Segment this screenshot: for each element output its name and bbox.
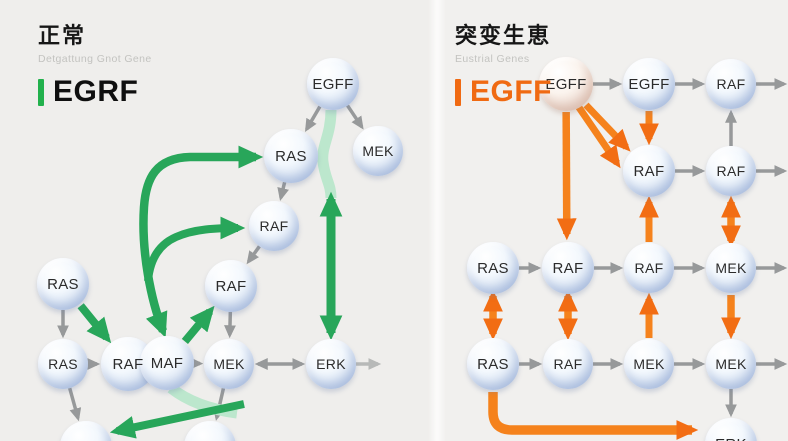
node-ras-r-ras1: RAS (467, 242, 519, 294)
panel-divider (428, 0, 446, 441)
node-raf-r-raf6: RAF (543, 339, 593, 389)
edge-gray (346, 104, 364, 130)
node-label: RAF (633, 162, 665, 180)
edge-orange (556, 111, 577, 241)
node-label: RAS (48, 356, 78, 372)
node-label: RAF (716, 163, 746, 179)
edge-orange (575, 104, 621, 169)
left-gene-label: EGRF (53, 75, 139, 108)
node-label: MEK (633, 356, 665, 372)
edge-gray (67, 387, 82, 422)
node-ras-l-ras2: RAS (37, 258, 89, 310)
node-label: MAF (150, 354, 184, 372)
node-raf-l-raf1: RAF (249, 201, 299, 251)
node-maf-l-maf: MAF (140, 336, 194, 390)
node-label: ERK (316, 356, 346, 372)
node-label: RAF (259, 218, 289, 234)
node-mek-r-mek2: MEK (624, 339, 674, 389)
node-label: EGFF (312, 75, 354, 93)
edge-green (77, 303, 112, 344)
node-label: RAF (553, 356, 583, 372)
node-label: RAS (275, 147, 307, 165)
edge-gray (277, 181, 289, 201)
node-ras-l-ras1: RAS (264, 129, 318, 183)
left-subtitle: Detgattung Gnot Gene (38, 53, 152, 65)
left-title: 正常 (38, 23, 87, 48)
edge-gray (304, 105, 322, 133)
node-label: RAS (477, 259, 509, 277)
node-label: RAF (552, 259, 584, 277)
node-label: RAF (215, 277, 247, 295)
node-raf-r-raf1: RAF (706, 59, 756, 109)
node-raf-r-raf2: RAF (623, 145, 675, 197)
right-title: 突变生恵 (455, 23, 552, 48)
right-subtitle: Eustrial Genes (455, 53, 530, 65)
edge-green (181, 305, 215, 345)
node-mek-l-mek2: MEK (204, 339, 254, 389)
node-raf-r-raf4: RAF (542, 242, 594, 294)
left-gene-row: EGRF (38, 77, 152, 107)
node-label: RAF (634, 260, 664, 276)
node-egk-l-egk: EGK (60, 421, 112, 441)
node-label: EGFF (545, 75, 587, 93)
right-panel-header: 突变生恵 Eustrial Genes EGFF (455, 18, 552, 107)
node-egff-r-egff2: EGFF (623, 58, 675, 110)
node-label: EGFF (628, 75, 670, 93)
node-raf-r-raf3: RAF (706, 146, 756, 196)
node-label: ERK (715, 436, 747, 441)
node-egff-l-egff: EGFF (307, 58, 359, 110)
right-gene-label: EGFF (470, 75, 552, 108)
node-ras-r-ras2: RAS (467, 338, 519, 390)
node-mek-l-mek1: MEK (353, 126, 403, 176)
edge-orange (583, 102, 631, 152)
right-accent-bar (455, 78, 461, 106)
node-erk-r-erk: ERK (705, 418, 757, 441)
edge-green (144, 216, 246, 282)
left-accent-bar (38, 78, 44, 106)
edge-lightgreen (167, 383, 238, 419)
node-raf-r-raf5: RAF (624, 243, 674, 293)
node-label: RAF (112, 355, 144, 373)
left-panel-header: 正常 Detgattung Gnot Gene EGRF (38, 18, 152, 107)
node-label: MEK (213, 356, 245, 372)
node-mek-r-mek3: MEK (706, 339, 756, 389)
node-label: ERK (194, 439, 226, 441)
node-label: MEK (715, 356, 747, 372)
node-label: RAF (716, 76, 746, 92)
edge-lightgreen (317, 109, 337, 199)
node-raf-l-raf2: RAF (205, 260, 257, 312)
node-label: MEK (362, 143, 394, 159)
node-label: RAS (477, 355, 509, 373)
edge-green (139, 145, 264, 338)
node-erk-l-erk1: ERK (306, 339, 356, 389)
right-gene-row: EGFF (455, 77, 552, 107)
node-egff-r-egff1: EGFF (539, 57, 593, 111)
node-label: MEK (715, 260, 747, 276)
node-label: EGK (70, 439, 103, 441)
node-ras-l-ras3: RAS (38, 339, 88, 389)
edge-orange (488, 392, 699, 440)
node-label: RAS (47, 275, 79, 293)
node-erk-l-erk2: ERK (184, 421, 236, 441)
node-mek-r-mek1: MEK (706, 243, 756, 293)
edge-green (109, 400, 245, 439)
